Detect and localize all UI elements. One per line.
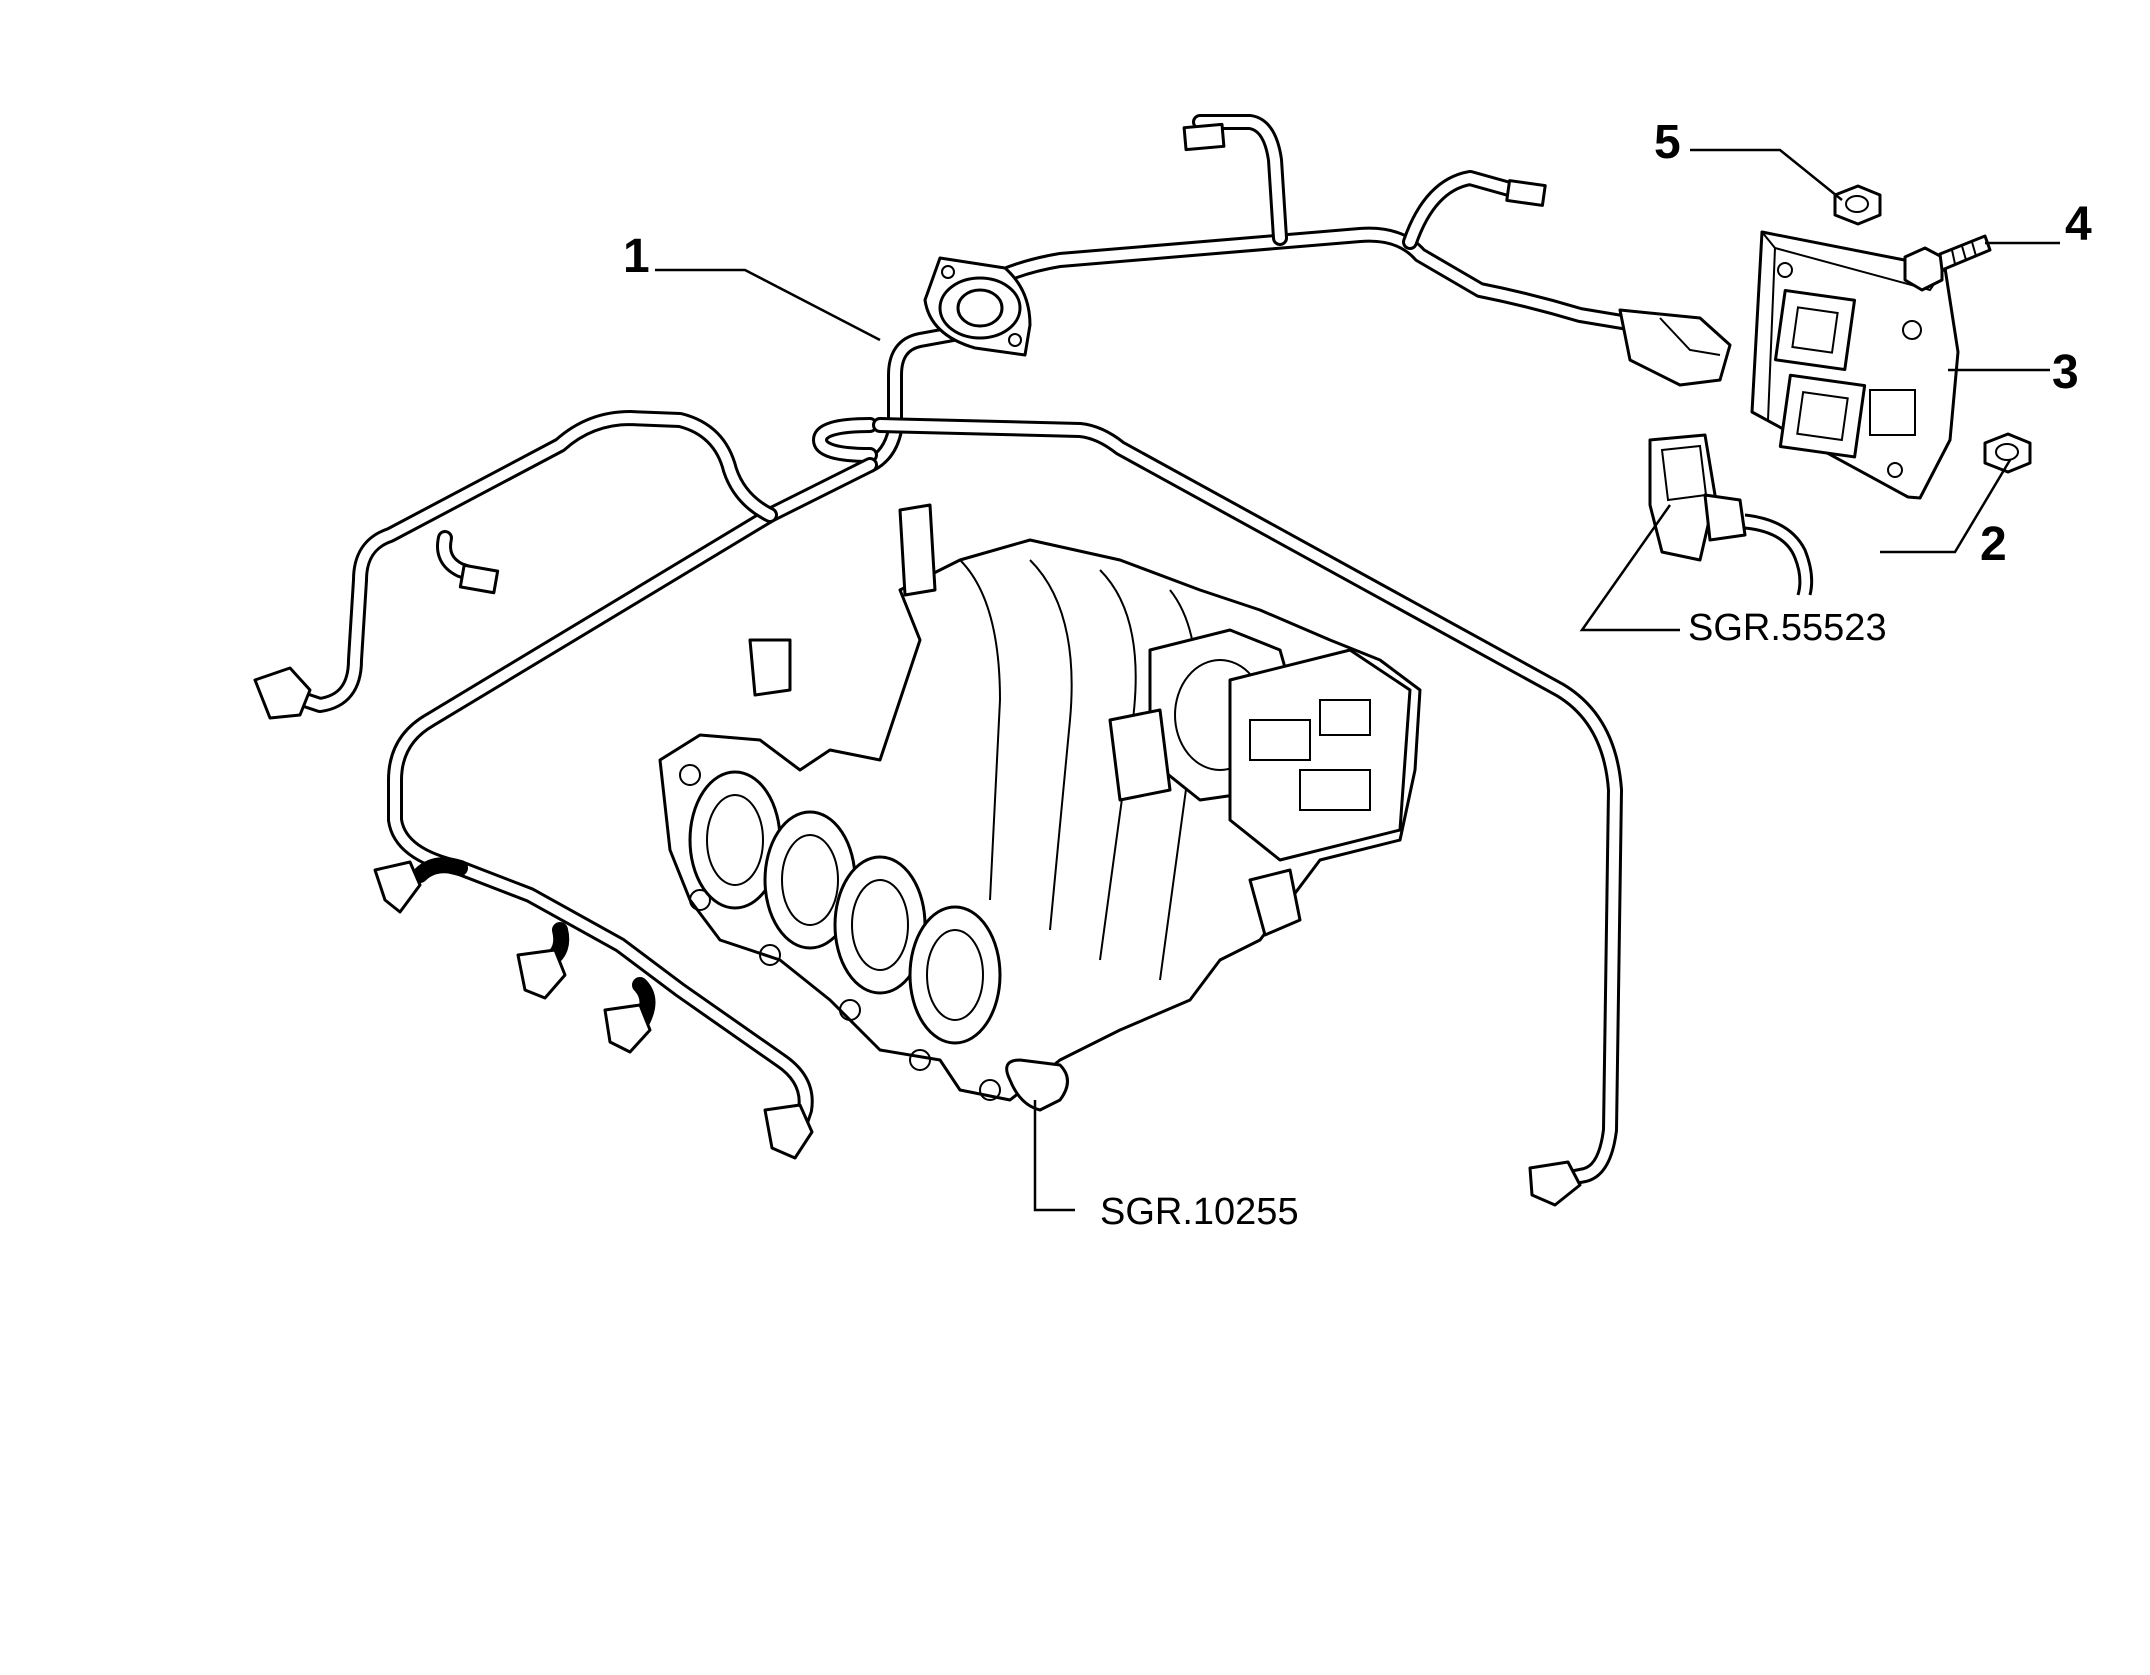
callout-5: 5 <box>1654 116 1681 169</box>
bolt[interactable] <box>1903 234 1992 292</box>
leader-lines <box>655 148 2060 1212</box>
callout-1: 1 <box>623 230 650 283</box>
wiring-harness[interactable] <box>253 114 1732 1207</box>
nut-top[interactable] <box>1833 184 1882 226</box>
callout-2: 2 <box>1980 518 2007 571</box>
sensor-connector[interactable] <box>1648 433 1814 596</box>
reference-label-sgr-55523: SGR.55523 <box>1688 607 1887 649</box>
control-unit[interactable] <box>1750 230 1960 500</box>
callout-4: 4 <box>2065 198 2092 251</box>
intake-manifold[interactable] <box>658 503 1422 1112</box>
callout-3: 3 <box>2052 346 2079 399</box>
reference-label-sgr-10255: SGR.10255 <box>1100 1191 1299 1233</box>
nut-right[interactable] <box>1983 432 2032 474</box>
